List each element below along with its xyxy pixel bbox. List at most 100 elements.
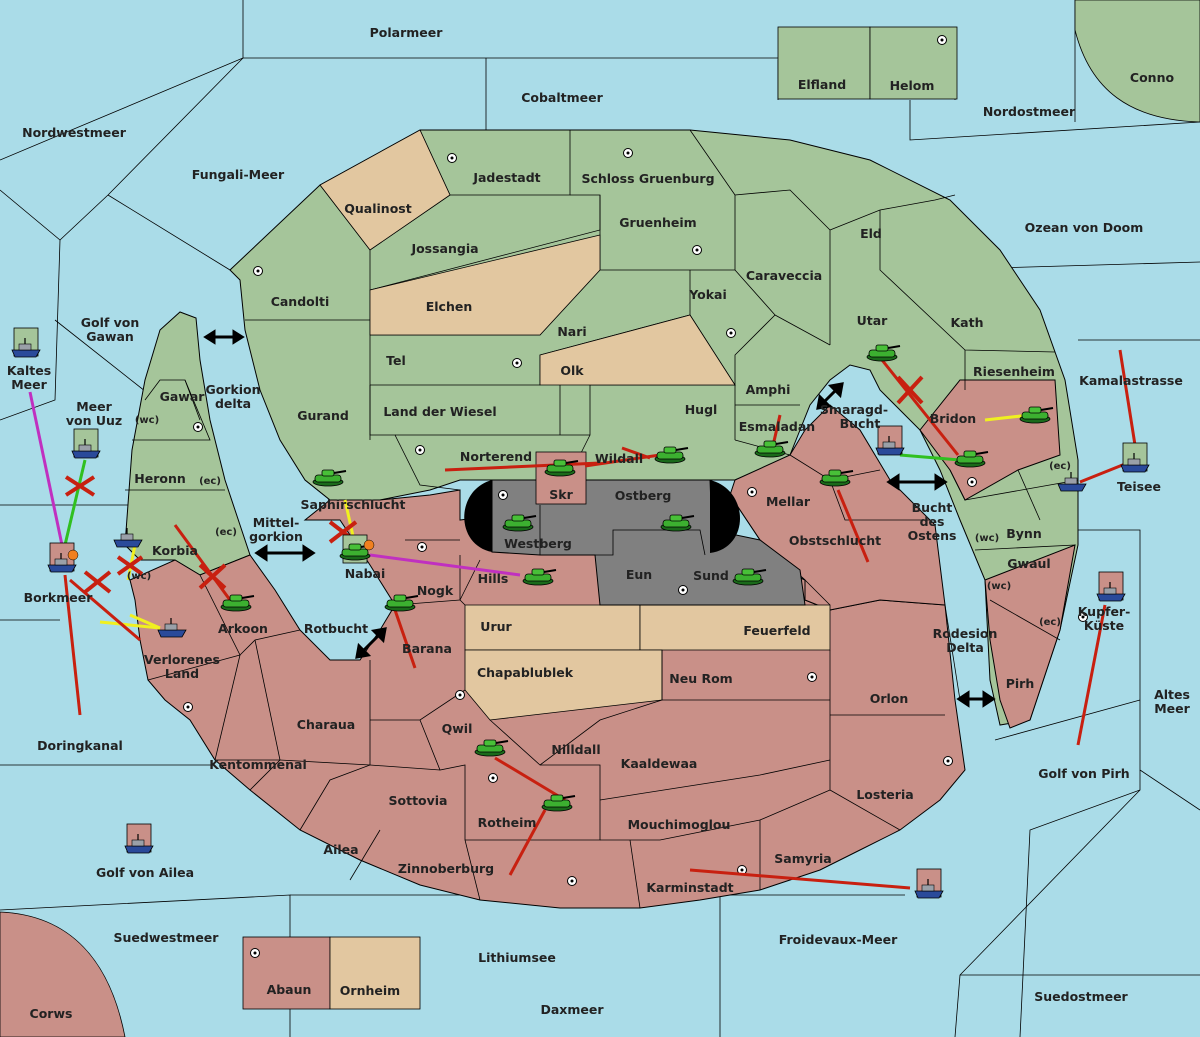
jadestadt-label: Jadestadt — [472, 170, 540, 185]
froidevaux-label: Froidevaux-Meer — [779, 932, 898, 947]
obstschlucht-label: Obstschlucht — [789, 533, 881, 548]
ornheim-label: Ornheim — [340, 983, 400, 998]
urur-label: Urur — [480, 619, 512, 634]
gorkion-delta-label-2: delta — [215, 396, 251, 411]
tel-label: Tel — [386, 353, 406, 368]
olk-land — [539, 314, 736, 386]
gurand-label: Gurand — [297, 408, 349, 423]
utar-label: Utar — [857, 313, 889, 328]
verlorenes-label-1: Verlorenes — [144, 652, 220, 667]
kentommenai-label: Kentommenai — [209, 757, 307, 772]
nilldall-label: Nilldall — [551, 742, 600, 757]
meer-uuz-label-1: Meer — [76, 399, 112, 414]
qualinost-label: Qualinost — [344, 201, 411, 216]
gawar-wc-mark: (wc) — [135, 415, 159, 426]
pirh-land — [984, 544, 1076, 729]
land-labels: Elfland Helom Jadestadt Schloss Gruenbur… — [134, 77, 1161, 998]
mouchimoglou-label: Mouchimoglou — [628, 817, 731, 832]
gawar-label: Gawar — [160, 389, 206, 404]
gorkion-delta-label-1: Gorkion — [205, 382, 260, 397]
yokai-label: Yokai — [688, 287, 727, 302]
zinnoberburg-label: Zinnoberburg — [398, 861, 494, 876]
bynn-label: Bynn — [1006, 526, 1041, 541]
west-tunnel-cap — [464, 480, 492, 552]
elfland-land — [777, 26, 871, 100]
sottovia-label: Sottovia — [389, 793, 448, 808]
kaltes-meer-label-2: Meer — [11, 377, 47, 392]
candolti-label: Candolti — [271, 294, 330, 309]
teisee-label: Teisee — [1117, 479, 1161, 494]
wildall-label: Wildall — [595, 451, 643, 466]
coast-markers: (wc) (ec) (ec) (wc) (ec) (wc) (wc) (ec) — [127, 415, 1071, 628]
bucht-ostens-label-1: Bucht — [912, 500, 953, 515]
verlorenes-label-2: Land — [165, 666, 199, 681]
mellar-label: Mellar — [766, 494, 811, 509]
nari-label: Nari — [557, 324, 586, 339]
losteria-label: Losteria — [856, 787, 913, 802]
jossangia-label: Jossangia — [410, 241, 478, 256]
land-wiesel-label: Land der Wiesel — [383, 404, 496, 419]
conno-label: Conno — [1130, 70, 1175, 85]
nordwestmeer-label: Nordwestmeer — [22, 125, 127, 140]
riesenheim-label: Riesenheim — [973, 364, 1055, 379]
fungali-label: Fungali-Meer — [192, 167, 285, 182]
kupferkueste-label-1: Kupfer- — [1078, 604, 1131, 619]
elchen-land — [369, 234, 601, 336]
chapablublek-label: Chapablublek — [477, 665, 574, 680]
charaua-label: Charaua — [297, 717, 355, 732]
nordostmeer-label: Nordostmeer — [983, 104, 1076, 119]
eun-label: Eun — [626, 567, 652, 582]
gwaul-wc-mark: (wc) — [987, 581, 1011, 592]
eld-label: Eld — [860, 226, 882, 241]
olk-label: Olk — [560, 363, 584, 378]
bridon-label: Bridon — [930, 411, 976, 426]
corws-label: Corws — [30, 1006, 73, 1021]
smaragd-bucht-label-2: Bucht — [840, 416, 881, 431]
pirh-label: Pirh — [1006, 676, 1035, 691]
teisee-ec-mark: (ec) — [1049, 461, 1071, 472]
barana-label: Barana — [402, 641, 452, 656]
karminstadt-label: Karminstadt — [646, 880, 733, 895]
units — [11, 327, 1150, 899]
nabai-label: Nabai — [345, 566, 386, 581]
mittelgorkion-label-2: gorkion — [249, 529, 303, 544]
cancel-marks — [64, 375, 924, 594]
schloss-label: Schloss Gruenburg — [581, 171, 714, 186]
bynn-wc-mark: (wc) — [975, 533, 999, 544]
korbia-wc-mark: (wc) — [127, 571, 151, 582]
lithiumsee-label: Lithiumsee — [478, 950, 556, 965]
rotheim-label: Rotheim — [478, 815, 537, 830]
golf-gawan-label-2: Gawan — [86, 329, 134, 344]
kaltes-meer-label-1: Kaltes — [7, 363, 51, 378]
ozean-doom-label: Ozean von Doom — [1025, 220, 1144, 235]
westberg-label: Westberg — [504, 536, 572, 551]
rodesion-delta-label-2: Delta — [946, 640, 984, 655]
korbia-ec-mark: (ec) — [215, 527, 237, 538]
norterend-label: Norterend — [460, 449, 532, 464]
skr-label: Skr — [549, 487, 573, 502]
kamalastrasse-label: Kamalastrasse — [1079, 373, 1183, 388]
sea-labels: Polarmeer Cobaltmeer Nordostmeer Conno N… — [7, 25, 1191, 1021]
gruenheim-label: Gruenheim — [619, 215, 696, 230]
golf-ailea-label: Golf von Ailea — [96, 865, 194, 880]
arkoon-label: Arkoon — [218, 621, 268, 636]
feuerfeld-label: Feuerfeld — [743, 623, 810, 638]
hills-label: Hills — [478, 571, 509, 586]
saphirschlucht-label: Saphirschlucht — [301, 497, 406, 512]
polarmeer-label: Polarmeer — [370, 25, 444, 40]
elfland-label: Elfland — [798, 77, 846, 92]
kaaldewaa-label: Kaaldewaa — [621, 756, 698, 771]
altes-meer-label-1: Altes — [1154, 687, 1190, 702]
conno-land — [1074, 0, 1200, 123]
golf-pirh-label: Golf von Pirh — [1038, 766, 1129, 781]
ostberg-label: Ostberg — [615, 488, 672, 503]
kath-label: Kath — [951, 315, 984, 330]
helom-label: Helom — [890, 78, 935, 93]
suedwestmeer-label: Suedwestmeer — [114, 930, 220, 945]
mittelgorkion-label-1: Mittel- — [253, 515, 300, 530]
daxmeer-label: Daxmeer — [540, 1002, 604, 1017]
elchen-label: Elchen — [426, 299, 473, 314]
